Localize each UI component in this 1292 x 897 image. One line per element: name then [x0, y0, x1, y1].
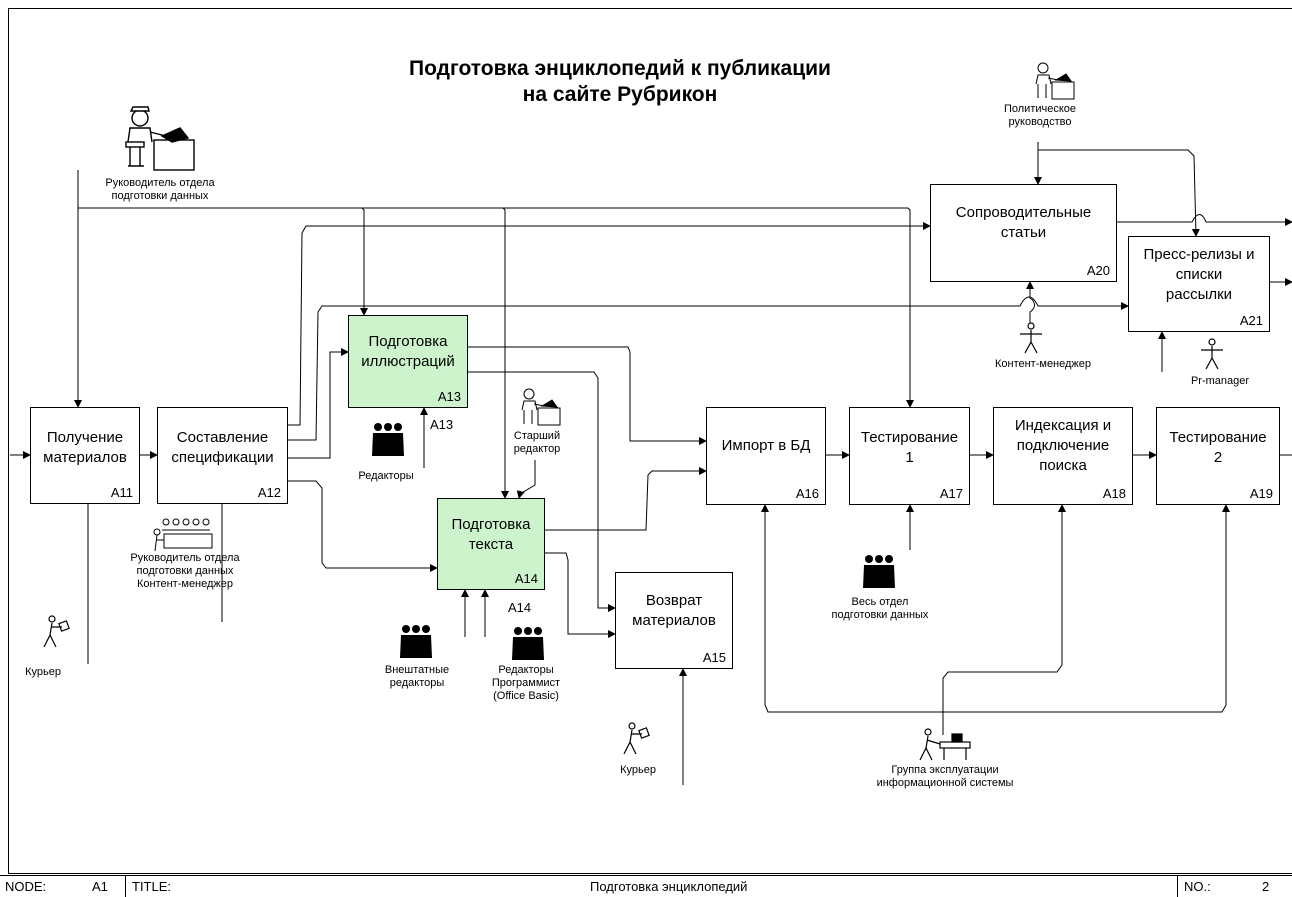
activity-code: A13 — [437, 389, 461, 404]
mechanism-caption-ops-group: Группа эксплуатации информационной систе… — [876, 764, 1014, 789]
mechanism-caption-dept-head-content-manager: Руководитель отдела подготовки данных Ко… — [130, 552, 240, 590]
footer-title-value: Подготовка энциклопедий — [590, 879, 748, 894]
diagram-title-line2: на сайте Рубрикон — [522, 83, 718, 106]
activity-label: Получение материалов — [43, 429, 127, 466]
activity-label: Сопроводительные статьи — [955, 204, 1092, 241]
activity-label: Составление спецификации — [171, 429, 274, 466]
activity-label: Тестирование 1 — [860, 429, 959, 466]
manager-at-desk-icon — [125, 106, 195, 171]
operator-at-terminal-icon — [919, 728, 971, 761]
control-caption-political: Политическое руководство — [1003, 103, 1077, 128]
diagram-footer: NODE: A1 TITLE: Подготовка энциклопедий … — [0, 875, 1292, 897]
activity-code: A16 — [795, 486, 819, 501]
diagram-frame — [8, 8, 1292, 874]
mechanism-caption-whole-dept: Весь отдел подготовки данных — [831, 596, 929, 621]
activity-label: Возврат материалов — [632, 592, 716, 629]
activity-label: Подготовка иллюстраций — [361, 333, 455, 370]
mechanism-caption-dept-head: Руководитель отдела подготовки данных — [105, 177, 215, 202]
activity-code: A19 — [1249, 486, 1273, 501]
activity-box-a12[interactable]: Составление спецификации A12 — [157, 407, 288, 504]
activity-label: Подготовка текста — [451, 516, 531, 553]
mechanism-caption-editors: Редакторы — [358, 470, 414, 482]
courier-icon — [43, 615, 70, 648]
mechanism-caption-courier-a15: Курьер — [620, 764, 656, 776]
activity-box-a15[interactable]: Возврат материалов A15 — [615, 572, 733, 669]
diagram-title-line1: Подготовка энциклопедий к публикации — [409, 57, 831, 80]
mechanism-caption-editors-programmer: Редакторы Программист (Office Basic) — [491, 664, 561, 702]
activity-box-a20[interactable]: Сопроводительные статьи A20 — [930, 184, 1117, 282]
team-at-table-icon — [153, 518, 213, 552]
activity-code: A21 — [1239, 313, 1263, 328]
footer-divider — [1177, 876, 1178, 897]
activity-code: A17 — [939, 486, 963, 501]
mechanism-caption-pr-manager: Pr-manager — [1190, 375, 1250, 387]
activity-label: Пресс-релизы и списки рассылки — [1143, 246, 1255, 303]
footer-node-label: NODE: — [5, 879, 47, 894]
control-caption-senior-editor: Старший редактор — [513, 430, 561, 455]
activity-box-a19[interactable]: Тестирование 2 A19 — [1156, 407, 1280, 505]
activity-code: A14 — [514, 571, 538, 586]
footer-divider — [125, 876, 126, 897]
footer-no-value: 2 — [1262, 879, 1270, 894]
a13-reference-label: A13 — [430, 417, 454, 432]
mechanism-caption-courier: Курьер — [25, 666, 61, 678]
footer-title-label: TITLE: — [132, 879, 172, 894]
activity-label: Тестирование 2 — [1169, 429, 1267, 466]
group-of-people-icon — [372, 423, 404, 456]
group-of-people-icon — [400, 625, 432, 658]
manager-at-desk-icon — [1035, 62, 1075, 100]
a14-reference-label: A14 — [508, 600, 532, 615]
activity-box-a18[interactable]: Индексация и подключение поиска A18 — [993, 407, 1133, 505]
activity-box-a21[interactable]: Пресс-релизы и списки рассылки A21 — [1128, 236, 1270, 332]
activity-code: A11 — [110, 485, 133, 500]
activity-code: A15 — [702, 650, 726, 665]
group-of-people-icon — [863, 555, 895, 588]
activity-code: A18 — [1102, 486, 1126, 501]
activity-box-a11[interactable]: Получение материалов A11 — [30, 407, 140, 504]
activity-label: Индексация и подключение поиска — [1014, 417, 1112, 474]
activity-box-a16[interactable]: Импорт в БД A16 — [706, 407, 826, 505]
activity-label: Импорт в БД — [721, 437, 811, 454]
courier-icon — [623, 722, 650, 755]
activity-code: A20 — [1086, 263, 1110, 278]
activity-box-a14[interactable]: Подготовка текста A14 — [437, 498, 545, 590]
mechanism-caption-freelance-editors: Внештатные редакторы — [384, 664, 450, 689]
manager-at-desk-icon — [521, 388, 561, 426]
activity-box-a13[interactable]: Подготовка иллюстраций A13 — [348, 315, 468, 408]
person-star-icon — [1020, 322, 1042, 354]
arrow-connections — [10, 142, 1292, 785]
mechanism-caption-content-manager: Контент-менеджер — [994, 358, 1092, 370]
activity-box-a17[interactable]: Тестирование 1 A17 — [849, 407, 970, 505]
footer-no-label: NO.: — [1184, 879, 1211, 894]
footer-node-value: A1 — [92, 879, 108, 894]
activity-code: A12 — [257, 485, 281, 500]
group-of-people-icon — [512, 627, 544, 660]
person-star-icon — [1201, 338, 1223, 370]
